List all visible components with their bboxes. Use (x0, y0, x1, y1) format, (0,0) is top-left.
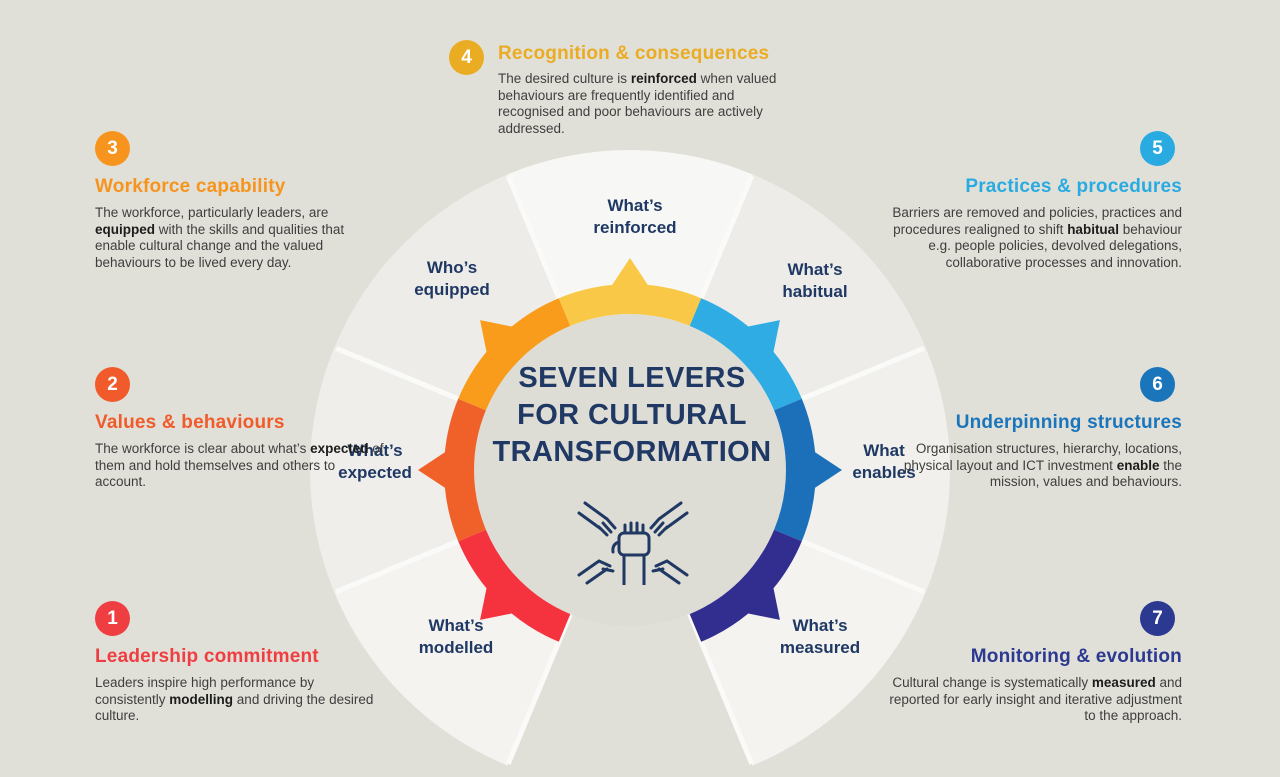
ring-segment-1 (458, 529, 571, 642)
ring-label-whats-habitual: What’s habitual (782, 260, 848, 301)
card-content: Recognition & consequences The desired c… (498, 40, 797, 137)
card-title: Practices & procedures (965, 176, 1182, 197)
card-title: Monitoring & evolution (970, 646, 1182, 667)
ring-label-whats-reinforced: What’s reinforced (593, 196, 677, 237)
diagram-title: SEVEN LEVERS FOR CULTURAL TRANSFORMATION (447, 360, 817, 471)
step-number-badge-1: 1 (95, 601, 130, 636)
card-body: Cultural change is systematically measur… (889, 675, 1182, 723)
ring-segment-2 (418, 398, 486, 542)
step-number-badge-6: 6 (1140, 367, 1175, 402)
card-title: Values & behaviours (95, 412, 285, 433)
title-line: FOR CULTURAL (517, 399, 747, 431)
ring-segment-3 (458, 298, 571, 411)
ring-label-whats-measured: What’s measured (779, 616, 861, 657)
ring-label-whos-equipped: Who’s equipped (414, 258, 490, 299)
ring-label-whats-modelled: What’s modelled (418, 616, 494, 657)
ring-segment-4 (558, 258, 702, 326)
step-number-badge-5: 5 (1140, 131, 1175, 166)
card-body: The workforce is clear about what’s expe… (95, 441, 384, 489)
card-values-behaviours: 2 Values & behaviours The workforce is c… (95, 367, 387, 491)
card-body: Barriers are removed and policies, pract… (892, 205, 1182, 270)
ring-label-whats-expected: What’s expected (338, 441, 412, 482)
ring-label-what-enables: What enables (852, 441, 916, 482)
ring-segment-7 (689, 529, 802, 642)
ring-segment-6 (774, 398, 842, 542)
title-line: SEVEN LEVERS (518, 362, 746, 394)
card-monitoring-evolution: 7 Monitoring & evolution Cultural change… (888, 601, 1182, 725)
step-number-badge-2: 2 (95, 367, 130, 402)
card-body: The desired culture is reinforced when v… (498, 71, 777, 136)
card-recognition-consequences: 4 Recognition & consequences The desired… (449, 40, 797, 137)
card-title: Workforce capability (95, 176, 286, 197)
hands-together-icon (577, 501, 689, 585)
title-line: TRANSFORMATION (492, 436, 772, 468)
step-number-badge-4: 4 (449, 40, 484, 75)
card-workforce-capability: 3 Workforce capability The workforce, pa… (95, 131, 387, 271)
card-title: Leadership commitment (95, 646, 319, 667)
card-leadership-commitment: 1 Leadership commitment Leaders inspire … (95, 601, 387, 725)
card-underpinning-structures: 6 Underpinning structures Organisation s… (888, 367, 1182, 491)
center-disc (474, 314, 786, 626)
card-title: Recognition & consequences (498, 43, 770, 64)
card-body: The workforce, particularly leaders, are… (95, 205, 345, 270)
card-title: Underpinning structures (955, 412, 1182, 433)
step-number-badge-7: 7 (1140, 601, 1175, 636)
step-number-badge-3: 3 (95, 131, 130, 166)
card-body: Leaders inspire high performance by cons… (95, 675, 374, 723)
card-body: Organisation structures, hierarchy, loca… (903, 441, 1182, 489)
card-practices-procedures: 5 Practices & procedures Barriers are re… (888, 131, 1182, 271)
ring-segment-5 (689, 298, 802, 411)
